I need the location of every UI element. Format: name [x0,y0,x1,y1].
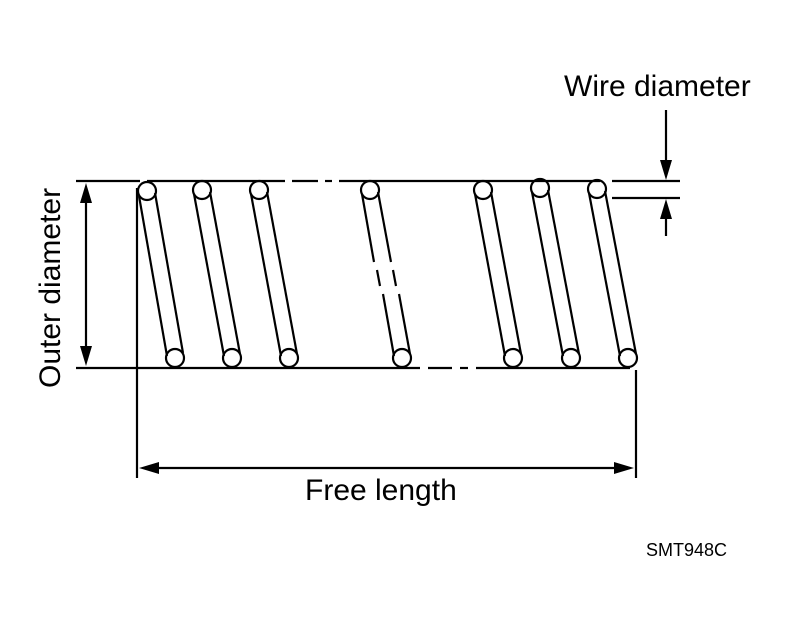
coil-7 [586,178,639,369]
coil-4 [359,179,413,369]
coil-6 [529,177,582,369]
outer-diameter-label: Outer diameter [34,187,67,388]
coil-2 [191,179,243,369]
free-length-label: Free length [305,474,457,507]
free-length-dimension [135,188,638,478]
wire-diameter-dimension [612,110,680,236]
wire-diameter-label: Wire diameter [564,70,751,103]
figure-code: SMT948C [646,540,728,560]
coil-3 [248,179,300,369]
coil-5 [472,179,524,369]
outer-diameter-dimension [80,183,92,366]
coil-1 [136,180,186,369]
